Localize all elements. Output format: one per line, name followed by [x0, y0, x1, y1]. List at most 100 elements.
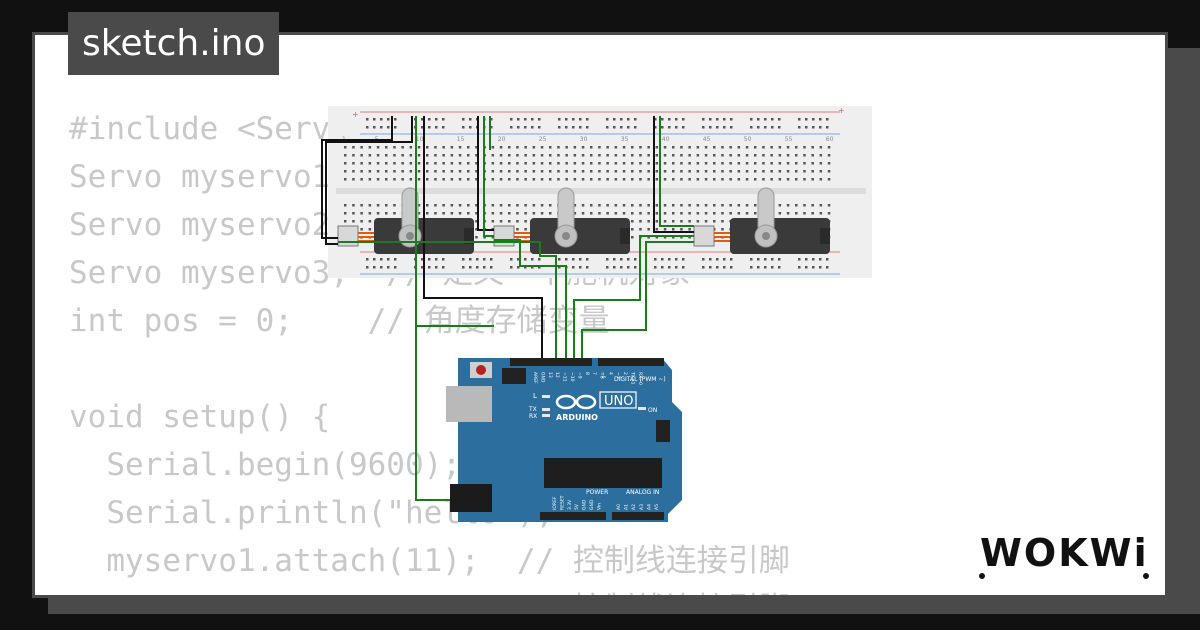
- breadboard-hole: [565, 146, 568, 149]
- breadboard-hole: [590, 212, 593, 215]
- breadboard-hole: [360, 146, 363, 149]
- code-line: void setup() {: [69, 399, 331, 435]
- breadboard-hole: [655, 212, 659, 215]
- breadboard-hole: [549, 154, 552, 157]
- rail-hole: [442, 126, 445, 129]
- breadboard-hole: [631, 170, 634, 173]
- rail-hole: [682, 126, 685, 129]
- breadboard-hole: [516, 204, 519, 207]
- breadboard-hole: [696, 204, 700, 207]
- rail-hole: [558, 126, 561, 129]
- breadboard-hole: [696, 170, 700, 173]
- servo-motor[interactable]: [693, 187, 830, 254]
- breadboard-hole: [680, 204, 683, 207]
- arduino-logo: ARDUINO: [555, 394, 598, 422]
- digital-pin-label: 12: [554, 372, 560, 378]
- breadboard-hole: [745, 178, 749, 181]
- rail-hole: [613, 126, 616, 129]
- analog-pin-label: A2: [631, 504, 637, 510]
- breadboard-hole: [696, 162, 700, 165]
- breadboard-hole: [639, 228, 642, 231]
- breadboard-hole: [508, 220, 511, 223]
- breadboard-hole: [434, 170, 437, 173]
- rail-hole: [524, 266, 527, 269]
- breadboard-hole: [409, 178, 413, 181]
- rail-hole: [620, 266, 623, 269]
- breadboard-hole: [811, 146, 814, 149]
- breadboard-hole: [762, 154, 765, 157]
- breadboard-hole: [770, 178, 773, 181]
- breadboard-hole: [713, 178, 716, 181]
- rail-hole: [579, 258, 582, 261]
- breadboard-hole: [540, 146, 544, 149]
- breadboard-hole: [458, 170, 462, 173]
- rail-hole: [524, 126, 527, 129]
- breadboard-hole: [688, 170, 691, 173]
- digital-pin-label: ~5: [600, 372, 606, 379]
- breadboard-hole: [737, 146, 741, 149]
- breadboard-hole: [499, 146, 503, 149]
- rail-hole: [490, 118, 493, 121]
- breadboard-hole: [622, 146, 626, 149]
- file-name-tab[interactable]: sketch.ino: [68, 12, 280, 75]
- rail-hole: [531, 126, 534, 129]
- rail-hole: [517, 266, 520, 269]
- breadboard-hole: [573, 178, 577, 181]
- breadboard-hole: [475, 212, 478, 215]
- rail-hole: [462, 118, 465, 121]
- ground-wire: [321, 116, 393, 239]
- breadboard-hole: [376, 212, 380, 215]
- breadboard-hole: [819, 146, 823, 149]
- wokwi-logo[interactable]: WOKWi: [976, 526, 1152, 580]
- rail-hole: [442, 266, 445, 269]
- breadboard-hole: [729, 204, 732, 207]
- rail-hole: [613, 258, 616, 261]
- breadboard-hole: [393, 178, 396, 181]
- breadboard-hole: [475, 146, 478, 149]
- breadboard-hole: [467, 212, 470, 215]
- breadboard-hole: [491, 154, 495, 157]
- breadboard-hole: [614, 170, 618, 173]
- breadboard-hole: [434, 146, 437, 149]
- breadboard-hole: [516, 154, 519, 157]
- breadboard-hole: [540, 178, 544, 181]
- breadboard-hole: [614, 178, 618, 181]
- rail-hole: [668, 118, 671, 121]
- rail-hole: [435, 126, 438, 129]
- breadboard-hole: [680, 228, 683, 231]
- breadboard-hole: [467, 178, 470, 181]
- breadboard-hole: [688, 236, 691, 239]
- breadboard-hole: [639, 212, 642, 215]
- breadboard-hole: [704, 178, 708, 181]
- breadboard-hole: [573, 162, 577, 165]
- rail-hole: [373, 126, 376, 129]
- breadboard-hole: [655, 228, 659, 231]
- breadboard-hole: [393, 146, 396, 149]
- rx-led: [542, 414, 550, 417]
- breadboard-hole: [426, 212, 429, 215]
- breadboard-hole: [491, 220, 495, 223]
- breadboard-hole: [442, 204, 445, 207]
- breadboard-hole: [655, 220, 659, 223]
- breadboard-hole: [770, 146, 773, 149]
- logo-dot: [979, 573, 985, 579]
- breadboard-hole: [442, 154, 445, 157]
- breadboard-hole: [721, 178, 724, 181]
- breadboard-hole: [688, 146, 691, 149]
- rail-hole: [586, 258, 589, 261]
- breadboard-hole: [557, 170, 560, 173]
- breadboard-hole: [803, 204, 806, 207]
- breadboard-hole: [434, 212, 437, 215]
- breadboard-hole: [663, 170, 667, 173]
- breadboard-hole: [672, 220, 675, 223]
- breadboard-hole: [778, 154, 782, 157]
- rail-hole: [524, 118, 527, 121]
- breadboard-hole: [368, 178, 372, 181]
- breadboard-hole: [737, 212, 741, 215]
- breadboard-hole: [557, 162, 560, 165]
- breadboard-hole: [483, 236, 486, 239]
- rail-hole: [380, 266, 383, 269]
- rail-hole: [366, 258, 369, 261]
- digital-pin-label: ~6: [599, 372, 605, 379]
- breadboard-hole: [426, 162, 429, 165]
